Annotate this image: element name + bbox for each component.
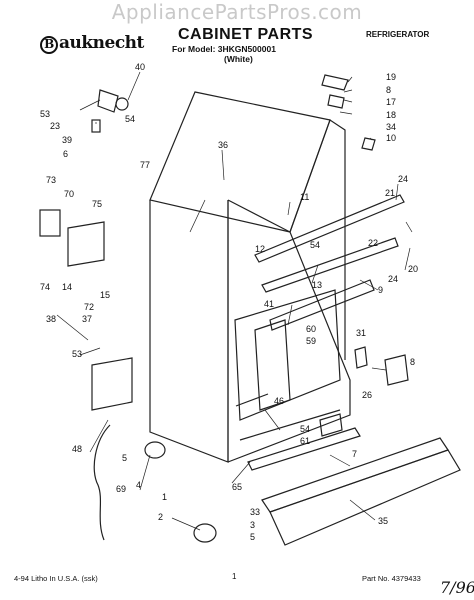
lower-rail [269,279,375,331]
callout-48: 48 [72,444,82,454]
callout-34: 34 [386,122,396,132]
part-34 [361,137,376,151]
cabinet-interior-outline [227,199,351,463]
callout-33: 33 [250,507,260,517]
upper-rail [254,194,405,263]
part-23 [97,89,119,113]
callout-13: 13 [312,280,322,290]
callout-26: 26 [362,390,372,400]
callout-11: 11 [300,192,309,202]
part-2-roller [193,523,217,543]
cabinet-inner-liner [234,289,341,421]
callout-8: 8 [386,85,391,95]
callout-18: 18 [386,110,396,120]
power-cord [93,424,111,541]
part-4-roller [144,441,166,459]
part-46-tube [235,393,269,407]
callout-75: 75 [92,199,102,209]
callout-6: 6 [63,149,68,159]
callout-54b: 54 [310,240,320,250]
handwritten-date: 7/96 [440,578,474,597]
callout-35: 35 [378,516,388,526]
callout-5: 5 [122,453,127,463]
part-31 [354,346,368,369]
base-rail [247,427,361,471]
part-61 [319,413,343,437]
footer-litho: 4-94 Litho In U.S.A. (ssk) [14,574,98,583]
callout-61: 61 [300,436,310,446]
cabinet-right-side [289,119,346,360]
callout-17: 17 [386,97,396,107]
callout-70: 70 [64,189,74,199]
callout-24b: 24 [388,274,398,284]
watermark: AppliancePartsPros.com [111,0,363,24]
callout-54: 54 [125,114,135,124]
callout-19: 19 [386,72,396,82]
callout-77: 77 [140,160,150,170]
part-73-box [39,209,61,237]
brand-logo-initial: B [40,36,58,54]
callout-37: 37 [82,314,92,324]
callout-59: 59 [306,336,316,346]
callout-7: 7 [352,449,357,459]
cabinet-top [149,91,331,233]
callout-1: 1 [162,492,167,502]
part-17 [327,94,345,109]
callout-4: 4 [136,480,141,490]
callout-60: 60 [306,324,316,334]
callout-2: 2 [158,512,163,522]
part-19-hinge [321,74,349,91]
callout-40: 40 [135,62,145,72]
model-number: For Model: 3HKGN500001 [172,44,276,54]
callout-21: 21 [385,188,395,198]
callout-12: 12 [255,244,265,254]
callout-5b: 5 [250,532,255,542]
callout-8b: 8 [410,357,415,367]
callout-10: 10 [386,133,396,143]
callout-9: 9 [378,285,383,295]
callout-74: 74 [40,282,50,292]
callout-labels: 40 53 23 54 39 6 19 8 17 18 34 10 36 77 … [40,62,418,542]
callout-22: 22 [368,238,378,248]
page-title: CABINET PARTS [178,26,314,43]
callout-41: 41 [264,299,274,309]
callout-65: 65 [232,482,242,492]
callout-73: 73 [46,175,56,185]
callout-15: 15 [100,290,110,300]
callout-69: 69 [116,484,126,494]
part-39 [91,119,101,133]
callout-24: 24 [398,174,408,184]
callout-39: 39 [62,135,72,145]
callout-46: 46 [274,396,284,406]
middle-rail [261,237,399,293]
footer-page-number: 1 [232,572,237,581]
callout-31: 31 [356,328,366,338]
part-26-hinge [384,354,409,386]
callout-72: 72 [84,302,94,312]
cabinet-drawing [39,74,461,546]
callout-53b: 53 [72,349,82,359]
callout-3: 3 [250,520,255,530]
brand-logo-text: auknecht [59,33,144,53]
leader-lines [56,71,413,531]
model-color: (White) [224,54,253,64]
callout-36: 36 [218,140,228,150]
callout-38: 38 [46,314,56,324]
inner-divider [254,319,291,411]
callout-23: 23 [50,121,60,131]
part-54-washer [115,97,129,111]
callout-53: 53 [40,109,50,119]
callout-54c: 54 [300,424,310,434]
part-48-housing [91,357,133,411]
callout-20: 20 [408,264,418,274]
footer-part-number: Part No. 4379433 [362,574,421,583]
grille-face [269,449,461,546]
part-70-bracket [67,221,105,267]
category-label: REFRIGERATOR [366,30,430,39]
callout-14: 14 [62,282,72,292]
cabinet-left-side [149,200,229,463]
